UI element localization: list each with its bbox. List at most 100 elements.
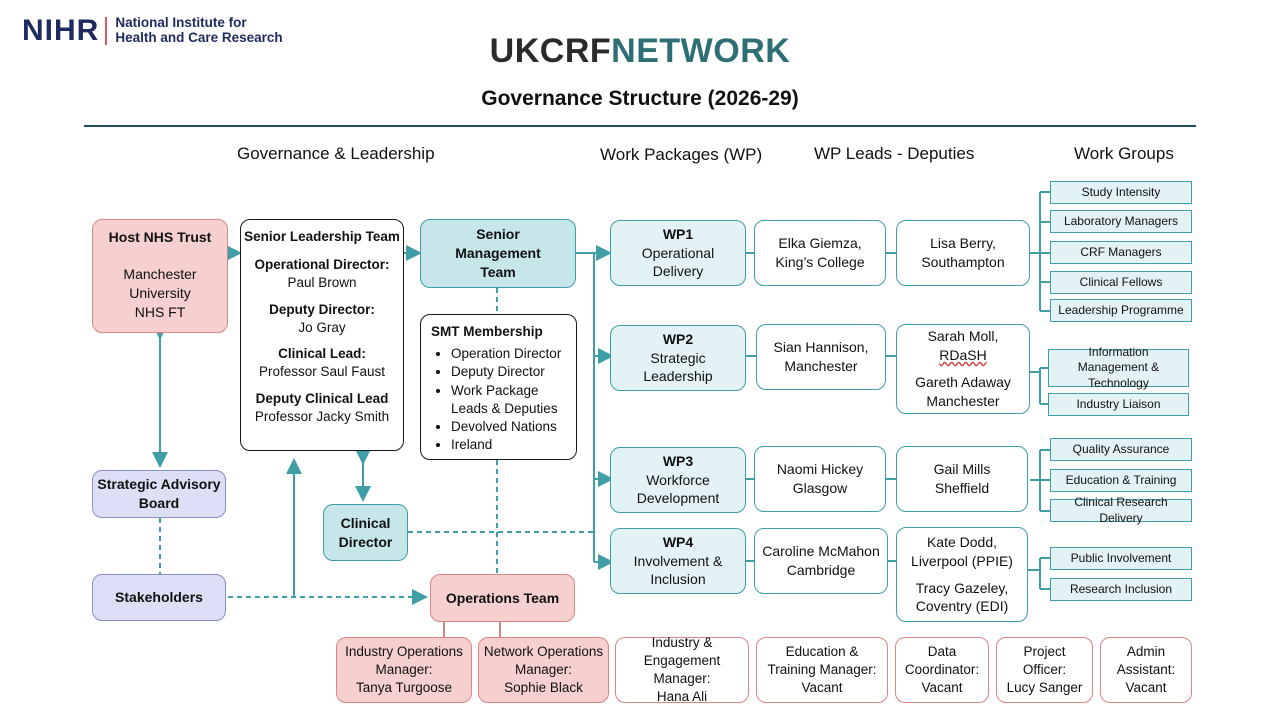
deputy-1-line2: Southampton <box>921 254 1005 270</box>
wp2-line1: Strategic <box>650 349 706 366</box>
lead-1-line1: Elka Giemza, <box>778 235 862 252</box>
operations-team-box: Operations Team <box>430 574 575 622</box>
wp1-line1: Operational <box>641 244 715 261</box>
wp4-box: WP4 Involvement & Inclusion <box>610 528 746 594</box>
smt-membership-box: SMT Membership Operation Director Deputy… <box>420 314 577 460</box>
slt-name-4: Professor Jacky Smith <box>254 408 390 424</box>
stakeholders-label: Stakeholders <box>115 589 203 606</box>
smt-line3: Team <box>480 263 516 280</box>
host-trust-title: Host NHS Trust <box>108 229 212 245</box>
senior-management-team-box: Senior Management Team <box>420 219 576 288</box>
deputy-1-line1: Lisa Berry, <box>930 235 996 252</box>
staff-6-line1: Project <box>1023 643 1066 659</box>
ops-staff-box: Admin Assistant: Vacant <box>1100 637 1192 703</box>
deputy-3-line1: Gail Mills <box>933 461 991 478</box>
lead-2-line2: Manchester <box>784 358 858 374</box>
header-wp-leads: WP Leads - Deputies <box>814 144 975 163</box>
wp3-deputy-box: Gail Mills Sheffield <box>896 446 1028 512</box>
lead-3-line2: Glasgow <box>792 480 848 496</box>
deputy-2-line2: RDaSH <box>939 347 987 364</box>
staff-3-line2: Engagement Manager: <box>643 652 721 686</box>
staff-4-line2: Training Manager: <box>767 661 877 677</box>
work-group-item: Quality Assurance <box>1050 438 1192 461</box>
wp2-lead-box: Sian Hannison, Manchester <box>756 324 886 390</box>
wp3-box: WP3 Workforce Development <box>610 447 746 513</box>
cd-line1: Clinical <box>340 514 391 531</box>
host-trust-line3: NHS FT <box>134 303 186 320</box>
slt-role-4: Deputy Clinical Lead <box>255 390 389 406</box>
wp4-id: WP4 <box>662 533 694 550</box>
header-governance: Governance & Leadership <box>237 144 435 163</box>
cd-line2: Director <box>338 533 393 550</box>
lead-1-line2: King’s College <box>775 254 865 270</box>
deputy-4-line4: Coventry (EDI) <box>915 598 1009 615</box>
ops-staff-box: Network Operations Manager: Sophie Black <box>478 637 609 703</box>
staff-3-line1: Industry & <box>651 634 713 650</box>
wp4-deputy-box: Kate Dodd, Liverpool (PPIE) Tracy Gazele… <box>896 527 1028 622</box>
membership-item: Devolved Nations <box>451 418 561 436</box>
slt-role-3: Clinical Lead: <box>278 346 366 362</box>
staff-6-line2: Officer: <box>1022 661 1067 677</box>
nihr-line1: National Institute for <box>115 15 247 31</box>
network-logo-part1: UKCRF <box>489 32 612 70</box>
host-nhs-trust-box: Host NHS Trust Manchester University NHS… <box>92 219 228 333</box>
wp1-deputy-box: Lisa Berry, Southampton <box>896 220 1030 286</box>
wp1-line2: Delivery <box>652 263 704 280</box>
membership-item: Work Package <box>451 382 561 400</box>
ops-staff-box: Industry Operations Manager: Tanya Turgo… <box>336 637 472 703</box>
deputy-3-line2: Sheffield <box>934 480 990 496</box>
lead-2-line1: Sian Hannison, <box>773 339 869 356</box>
wp2-line2: Leadership <box>643 368 713 385</box>
wp2-id: WP2 <box>662 330 694 347</box>
ops-staff-box: Data Coordinator: Vacant <box>895 637 989 703</box>
staff-7-line1: Admin <box>1126 643 1166 659</box>
staff-5-line2: Coordinator: <box>904 661 980 677</box>
membership-item: Ireland <box>451 436 561 454</box>
work-group-item: Education & Training <box>1050 469 1192 492</box>
smt-line2: Management <box>455 245 541 262</box>
staff-2-line3: Sophie Black <box>504 680 583 696</box>
membership-item: Deputy Director <box>451 363 561 381</box>
staff-6-line3: Lucy Sanger <box>1006 680 1083 696</box>
wp3-id: WP3 <box>662 452 694 469</box>
lead-4-line2: Cambridge <box>786 562 856 578</box>
membership-item: Leads & Deputies <box>451 400 558 416</box>
slt-role-2: Deputy Director: <box>269 301 375 317</box>
header-work-groups: Work Groups <box>1074 144 1174 163</box>
slt-role-1: Operational Director: <box>254 257 390 273</box>
staff-7-line2: Assistant: <box>1116 661 1176 677</box>
staff-1-line1: Industry Operations <box>345 643 463 659</box>
wp1-lead-box: Elka Giemza, King’s College <box>754 220 886 286</box>
slt-name-2: Jo Gray <box>298 319 346 335</box>
staff-1-line3: Tanya Turgoose <box>355 680 453 696</box>
ops-team-label: Operations Team <box>445 589 560 606</box>
strategic-advisory-board-box: Strategic Advisory Board <box>92 470 226 518</box>
nihr-mark: NIHR <box>22 14 100 47</box>
wp3-line1: Workforce <box>646 471 710 488</box>
sab-line2: Board <box>138 495 180 511</box>
nihr-divider <box>105 17 108 45</box>
lead-4-line1: Caroline McMahon <box>762 543 880 560</box>
slt-name-1: Paul Brown <box>287 275 357 291</box>
deputy-2-line4: Manchester <box>926 392 1000 409</box>
network-logo: UKCRFNETWORK <box>0 32 1280 71</box>
host-trust-line2: University <box>129 284 191 301</box>
header-work-packages: Work Packages (WP) <box>600 145 763 164</box>
deputy-2-line3: Gareth Adaway <box>915 374 1011 390</box>
nihr-line2: Health and Care Research <box>115 30 283 45</box>
work-group-item: CRF Managers <box>1050 241 1192 264</box>
ops-staff-box: Education & Training Manager: Vacant <box>756 637 888 703</box>
slt-name-3: Professor Saul Faust <box>258 364 386 380</box>
wp1-box: WP1 Operational Delivery <box>610 220 746 286</box>
work-group-item: Information Management & Technology <box>1048 345 1189 390</box>
staff-4-line3: Vacant <box>801 680 843 696</box>
senior-leadership-team-box: Senior Leadership Team Operational Direc… <box>240 219 404 451</box>
deputy-4-line1: Kate Dodd, <box>926 533 998 550</box>
membership-item: Operation Director <box>451 345 561 363</box>
staff-7-line3: Vacant <box>1125 680 1167 696</box>
smt-membership-title: SMT Membership <box>431 324 543 339</box>
lead-3-line1: Naomi Hickey <box>776 461 864 478</box>
wp2-box: WP2 Strategic Leadership <box>610 325 746 391</box>
wp3-lead-box: Naomi Hickey Glasgow <box>754 446 886 512</box>
deputy-2-line1: Sarah Moll, <box>927 328 999 345</box>
